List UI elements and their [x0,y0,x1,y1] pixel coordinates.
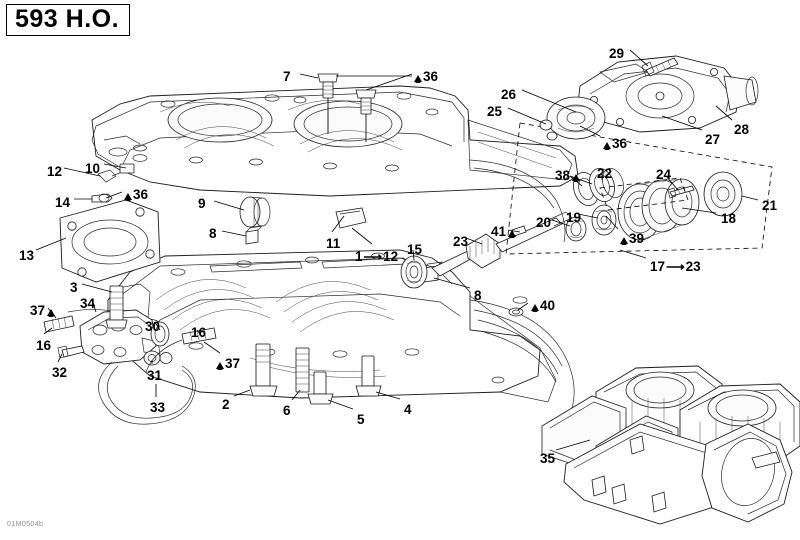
callout-14: 14 [55,195,71,210]
part-9-bearing [239,196,271,228]
callout-27: 27 [705,132,721,147]
callout-15: 15 [407,242,423,257]
callout-23: 23 [453,234,469,249]
part-40-dowel [508,307,524,317]
callout-37: 37 [30,304,56,318]
callout-41: 41 [491,225,517,239]
callout-21: 21 [762,198,778,213]
top-bolts [317,73,377,115]
part-21-end-seal [703,171,743,217]
callout-24: 24 [656,167,672,182]
part-11-block [335,207,367,229]
callout-32: 32 [52,365,68,380]
callout-8: 8 [209,226,217,241]
callout-5: 5 [357,412,365,427]
callout-29: 29 [609,46,625,61]
callout-1-to-12: 1⟶12 [355,249,399,264]
callout-3: 3 [70,280,78,295]
part-19-washer-stack [591,204,617,236]
callout-38: 38 [555,169,581,183]
callout-36: 36 [414,70,438,84]
part-15-ball-bearing [400,255,428,289]
part-24-bolt [667,185,695,199]
callout-19: 19 [566,210,582,225]
callout-18: 18 [721,211,737,226]
callout-11: 11 [326,236,341,251]
callout-33: 33 [150,400,166,415]
callout-36: 36 [124,188,148,202]
callout-35: 35 [540,451,556,466]
lower-crankcase-half [107,249,575,415]
callout-36: 36 [603,137,627,151]
callout-26: 26 [501,87,517,102]
callout-7: 7 [283,69,291,84]
callout-10: 10 [85,161,101,176]
callout-39: 39 [620,232,644,246]
part-35-cylinder-assembly [541,365,800,525]
drawing-code: 01M0504b [7,521,44,528]
callout-16: 16 [191,325,207,340]
upper-crankcase-half [91,85,579,243]
callout-2: 2 [222,397,230,412]
part-14-fastener [91,193,113,203]
callout-12: 12 [47,164,63,179]
callout-28: 28 [734,122,750,137]
callout-8: 8 [474,288,482,303]
part-10-12-dowels [97,163,135,183]
callout-17-to-23: 17⟶23 [650,259,701,274]
callout-13: 13 [19,248,35,263]
callout-6: 6 [283,403,291,418]
callout-4: 4 [404,402,412,417]
callout-40: 40 [531,299,555,313]
page-title: 593 H.O. [6,4,131,37]
callout-22: 22 [597,166,613,181]
callout-30: 30 [145,319,161,334]
callout-25: 25 [487,104,503,119]
callout-20: 20 [536,215,552,230]
part-13-end-cover [59,199,161,283]
callout-16: 16 [36,338,52,353]
callout-9: 9 [198,196,206,211]
callout-37: 37 [216,357,240,371]
callout-31: 31 [147,368,163,383]
callout-34: 34 [80,296,96,311]
pto-housing-assembly [539,55,759,141]
crankcase-bolts [105,285,382,405]
